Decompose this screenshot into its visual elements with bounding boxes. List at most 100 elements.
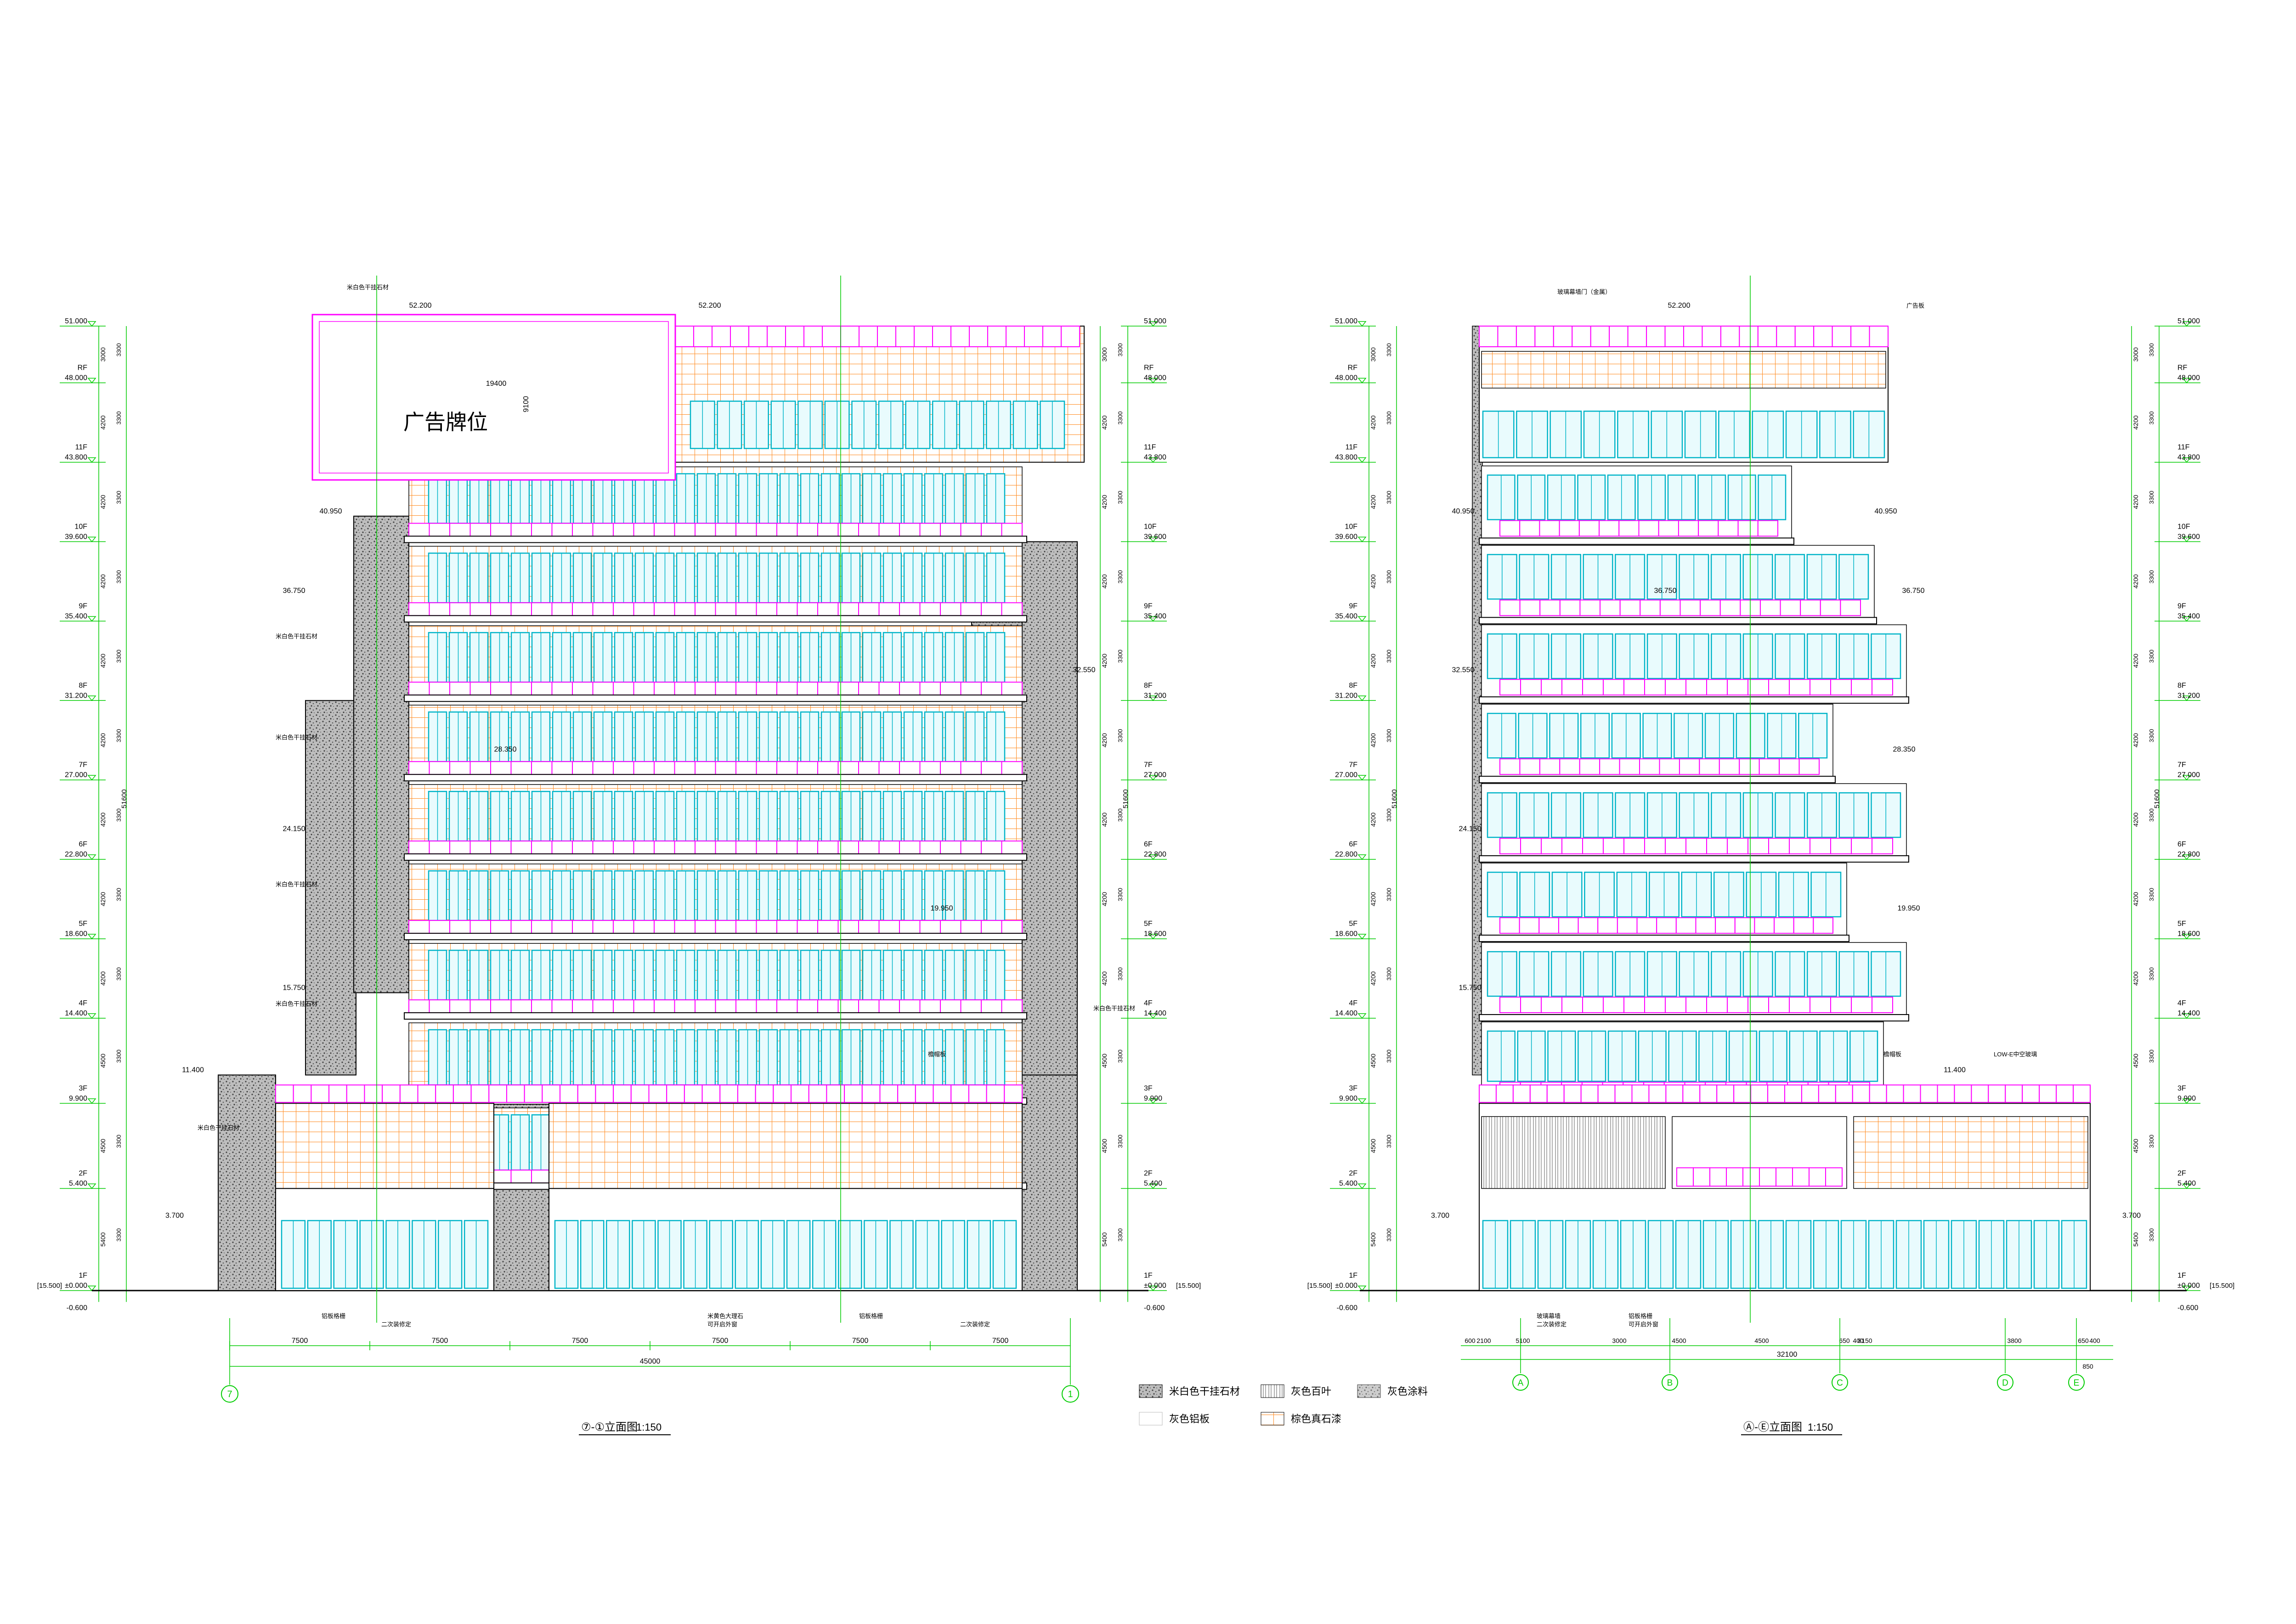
- bay-dim-label: 7500: [432, 1337, 448, 1345]
- railing-panel: [328, 1084, 347, 1103]
- level-marker: [1148, 854, 1158, 860]
- level-elev-label: 39.600: [1144, 533, 1166, 541]
- level-elev-label: 48.000: [65, 374, 87, 382]
- level-floor-label: 9F: [1144, 602, 1153, 610]
- railing-panel: [981, 761, 1002, 775]
- bay-dim-label: 7500: [292, 1337, 308, 1345]
- railing-panel: [1665, 1084, 1684, 1103]
- level-floor-label: 6F: [2177, 840, 2186, 848]
- railing-panel: [899, 523, 921, 537]
- axis-bubble: [1512, 1374, 1529, 1391]
- railing-panel: [1659, 599, 1681, 616]
- railing-panel: [735, 920, 757, 934]
- floor-slab: [1479, 935, 1849, 942]
- railing-panel: [837, 840, 859, 855]
- railing-panel: [1623, 679, 1645, 696]
- railing-panel: [861, 1084, 881, 1103]
- railing-panel: [449, 523, 471, 537]
- railing-panel: [940, 761, 961, 775]
- railing-panel: [531, 682, 553, 696]
- level-floor-label: 1F: [1349, 1272, 1357, 1280]
- railing-panel: [1685, 838, 1707, 855]
- floor-slab: [1479, 855, 1909, 863]
- railing-panel: [469, 602, 491, 616]
- left-scale: 1:150: [636, 1421, 662, 1433]
- railing-panel: [715, 840, 736, 855]
- railing-panel: [1579, 599, 1601, 616]
- parapet-panel: [877, 326, 896, 347]
- total-dim-label: 51600: [1122, 789, 1130, 809]
- parapet-panel: [932, 326, 951, 347]
- canopy-panel: [1742, 1167, 1760, 1187]
- level-marker: [2182, 854, 2191, 860]
- story-dim-label: 4500: [99, 1139, 107, 1153]
- railing-panel: [940, 602, 961, 616]
- second-floor-band: [275, 1103, 494, 1189]
- railing-panel: [1623, 997, 1645, 1014]
- railing-panel: [449, 999, 471, 1014]
- railing-panel: [429, 920, 450, 934]
- elevation-mark: 36.750: [283, 587, 305, 595]
- railing-panel: [1001, 602, 1023, 616]
- parapet-panel: [1850, 326, 1870, 347]
- railing-panel: [551, 999, 573, 1014]
- parapet-panel: [1061, 326, 1080, 347]
- level-marker: [87, 934, 96, 940]
- railing-panel: [1779, 758, 1800, 775]
- railing-panel: [1495, 1084, 1514, 1103]
- bay-dim-label: 7500: [852, 1337, 869, 1345]
- railing-panel: [797, 920, 818, 934]
- railing-panel: [531, 840, 553, 855]
- railing-panel: [382, 1084, 401, 1103]
- railing-panel: [817, 761, 839, 775]
- railing-panel: [1541, 838, 1562, 855]
- railing-panel: [449, 920, 471, 934]
- canopy-panel: [1825, 1167, 1843, 1187]
- railing-panel: [654, 523, 675, 537]
- sub-dim-label: 3300: [1117, 808, 1124, 822]
- railing-panel: [1768, 838, 1790, 855]
- railing-panel: [776, 523, 798, 537]
- parapet-panel: [1794, 326, 1815, 347]
- level-marker: [1148, 457, 1158, 463]
- story-dim-label: 4200: [2132, 495, 2139, 509]
- railing-panel: [633, 523, 655, 537]
- bottom-note: 二次装修定: [960, 1321, 990, 1328]
- story-dim-label: 4200: [1369, 495, 1377, 509]
- railing-panel: [469, 840, 491, 855]
- railing-panel: [275, 1084, 294, 1103]
- railing-panel: [1810, 679, 1831, 696]
- story-dim-label: 4200: [1101, 812, 1108, 827]
- axis-bubble: [2068, 1374, 2085, 1391]
- railing-panel: [899, 602, 921, 616]
- level-marker: [1357, 695, 1367, 701]
- floor-slab: [404, 774, 1027, 782]
- railing-panel: [429, 840, 450, 855]
- story-dim-label: 4200: [2132, 733, 2139, 747]
- level-marker: [2182, 616, 2191, 622]
- level-elev-label: 43.800: [65, 453, 87, 461]
- floor-slab: [404, 1012, 1027, 1020]
- sub-dim-label: 3300: [115, 1049, 122, 1063]
- railing-panel: [1971, 1084, 1989, 1103]
- railing-panel: [1603, 679, 1624, 696]
- railing-panel: [1582, 838, 1604, 855]
- parapet-panel: [914, 326, 933, 347]
- railing-panel: [1768, 679, 1790, 696]
- railing-panel: [1680, 599, 1701, 616]
- railing-panel: [1644, 838, 1666, 855]
- railing-panel: [1789, 679, 1810, 696]
- railing-panel: [449, 602, 471, 616]
- railing-panel: [950, 1084, 969, 1103]
- legend-label-coating: 灰色涂料: [1387, 1386, 1428, 1397]
- railing-panel: [844, 1084, 863, 1103]
- railing-panel: [1852, 1084, 1870, 1103]
- railing-panel: [1733, 1084, 1752, 1103]
- stone-tower: [353, 515, 409, 993]
- parapet-panel: [1757, 326, 1777, 347]
- level-floor-label: 10F: [2177, 523, 2190, 530]
- railing-panel: [1631, 1084, 1650, 1103]
- railing-panel: [1734, 917, 1755, 934]
- railing-panel: [1603, 997, 1624, 1014]
- elevation-mark: 40.950: [320, 508, 342, 515]
